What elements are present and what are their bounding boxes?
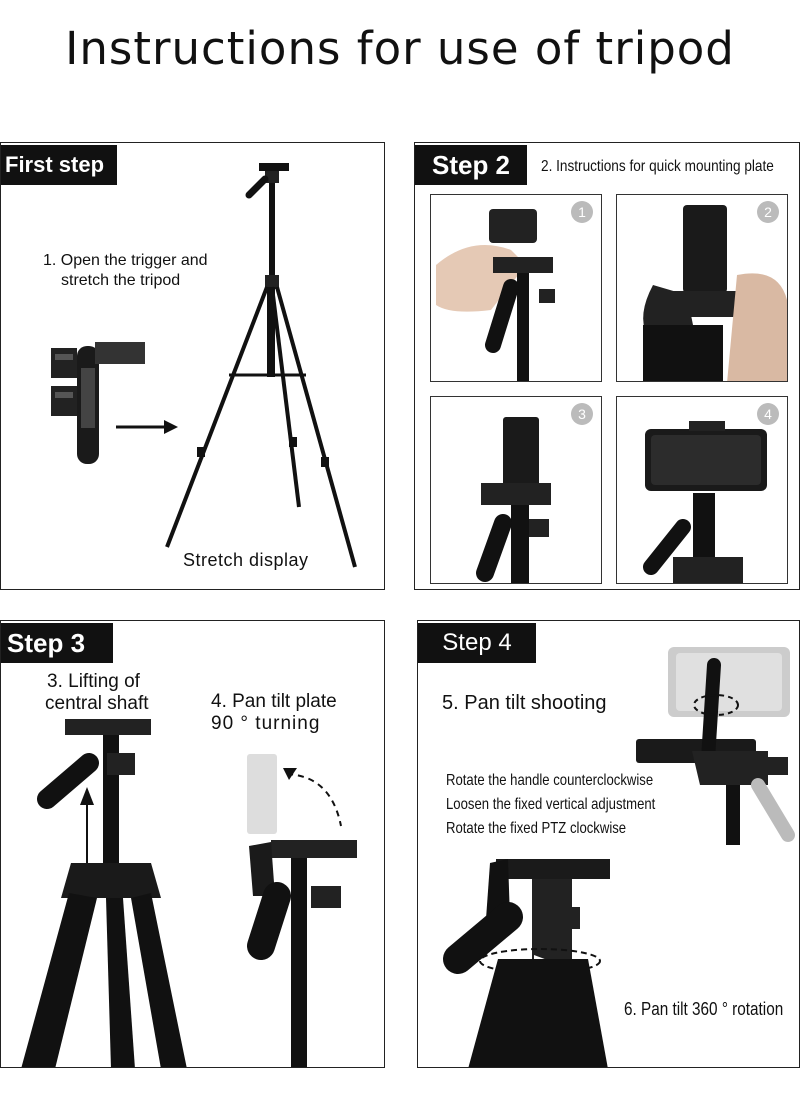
central-shaft-tripod-image <box>21 719 187 1067</box>
step4-rotate-line2: Loosen the fixed vertical adjustment <box>446 796 656 813</box>
step1-label: First step <box>1 145 117 185</box>
step1-panel: First step 1. Open the trigger and stret… <box>0 142 385 590</box>
step3-label: Step 3 <box>1 623 113 663</box>
pan-tilt-plate-image <box>247 754 357 1067</box>
pan-tilt-rotation-image <box>443 859 610 1067</box>
arrow-right-icon <box>116 420 178 434</box>
step-number-badge: 2 <box>757 201 779 223</box>
tripod-stretched-image <box>165 163 357 568</box>
step3-panel: Step 3 3. Lifting of central shaft 4. Pa… <box>0 620 385 1068</box>
step1-instruction-line2: stretch the tripod <box>61 272 181 289</box>
phone-holder-hand-image <box>643 205 787 381</box>
step3-lift-line1: 3. Lifting of <box>47 671 140 692</box>
step-number-badge: 1 <box>571 201 593 223</box>
step4-rotate-line3: Rotate the fixed PTZ clockwise <box>446 820 627 837</box>
phone-holder-mounted-image <box>476 417 551 583</box>
step1-instruction-line1: 1. Open the trigger and <box>43 252 208 269</box>
step4-label: Step 4 <box>418 623 536 663</box>
mounting-plate-hand-image <box>436 209 555 381</box>
step4-pan-shooting: 5. Pan tilt shooting <box>442 692 607 714</box>
step3-pan-line1: 4. Pan tilt plate <box>211 691 337 712</box>
step2-image-4: 4 <box>616 396 788 584</box>
step4-rotation360: 6. Pan tilt 360 ° rotation <box>624 999 784 1019</box>
step4-rotate-line1: Rotate the handle counterclockwise <box>446 772 654 789</box>
step2-instruction: 2. Instructions for quick mounting plate <box>541 158 774 175</box>
step2-image-1: 1 <box>430 194 602 382</box>
step2-image-2: 2 <box>616 194 788 382</box>
step3-lift-line2: central shaft <box>45 693 149 714</box>
step4-panel: Step 4 5. Pan tilt shooting Rotate the h… <box>417 620 800 1068</box>
page-title: Instructions for use of tripod <box>65 22 735 75</box>
step2-panel: Step 2 2. Instructions for quick mountin… <box>414 142 800 590</box>
step-number-badge: 4 <box>757 403 779 425</box>
pan-tilt-shooting-image <box>636 647 795 845</box>
step2-label: Step 2 <box>415 145 527 185</box>
step-number-badge: 3 <box>571 403 593 425</box>
step1-caption: Stretch display <box>183 550 309 570</box>
step3-pan-line2: 90 ° turning <box>211 713 321 734</box>
phone-mounted-image <box>643 421 767 583</box>
trigger-clamp-image <box>51 342 145 464</box>
step2-image-3: 3 <box>430 396 602 584</box>
